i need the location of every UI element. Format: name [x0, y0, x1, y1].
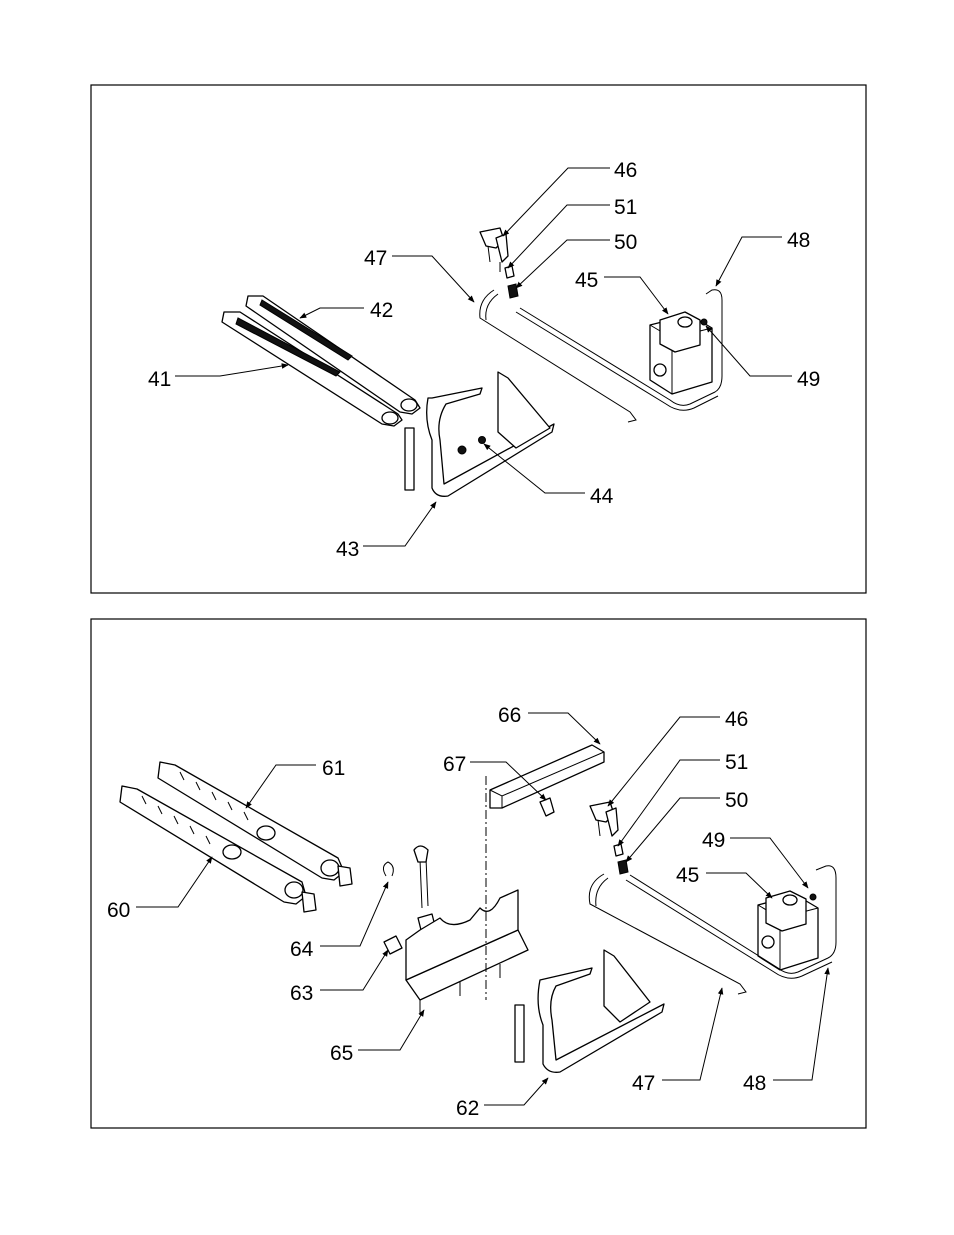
callout-bottom-62: 62: [456, 1097, 479, 1120]
callout-bottom-48: 48: [743, 1072, 766, 1095]
callout-top-45: 45: [575, 269, 598, 292]
burner-assembly-60-61: [120, 762, 352, 912]
callout-top-43: 43: [336, 538, 359, 561]
callout-top-51: 51: [614, 196, 637, 219]
manifold-62: [515, 950, 664, 1072]
callout-bottom-51: 51: [725, 751, 748, 774]
callout-top-49: 49: [797, 368, 820, 391]
callout-top-44: 44: [590, 485, 614, 508]
callout-bottom-66: 66: [498, 704, 521, 727]
bottom-panel: 60 61 62 63 64 65 66 67 46 51 50 49 45 4…: [91, 619, 866, 1128]
callout-top-48: 48: [787, 229, 810, 252]
callout-bottom-65: 65: [330, 1042, 353, 1065]
manifold-43: [405, 372, 554, 496]
callout-bottom-60: 60: [107, 899, 130, 922]
top-callouts: 41 42 43 44 45 46 47 48 49 50 51: [148, 159, 820, 561]
pilot-assembly-bottom: [590, 802, 628, 874]
top-panel-frame: [91, 85, 866, 593]
callout-bottom-46: 46: [725, 708, 748, 731]
callout-bottom-64: 64: [290, 938, 314, 961]
callout-top-46: 46: [614, 159, 637, 182]
callout-bottom-49: 49: [702, 829, 725, 852]
callout-bottom-63: 63: [290, 982, 313, 1005]
callout-bottom-50: 50: [725, 789, 748, 812]
bottom-panel-frame: [91, 619, 866, 1128]
callout-top-47: 47: [364, 247, 387, 270]
callout-top-42: 42: [370, 299, 393, 322]
callout-bottom-47: 47: [632, 1072, 655, 1095]
callout-top-41: 41: [148, 368, 171, 391]
callout-bottom-61: 61: [322, 757, 345, 780]
callout-bottom-67: 67: [443, 753, 466, 776]
bottom-callouts: 60 61 62 63 64 65 66 67 46 51 50 49 45 4…: [107, 704, 766, 1120]
callout-bottom-45: 45: [676, 864, 699, 887]
callout-top-50: 50: [614, 231, 637, 254]
top-panel: 41 42 43 44 45 46 47 48 49 50 51: [91, 85, 866, 593]
